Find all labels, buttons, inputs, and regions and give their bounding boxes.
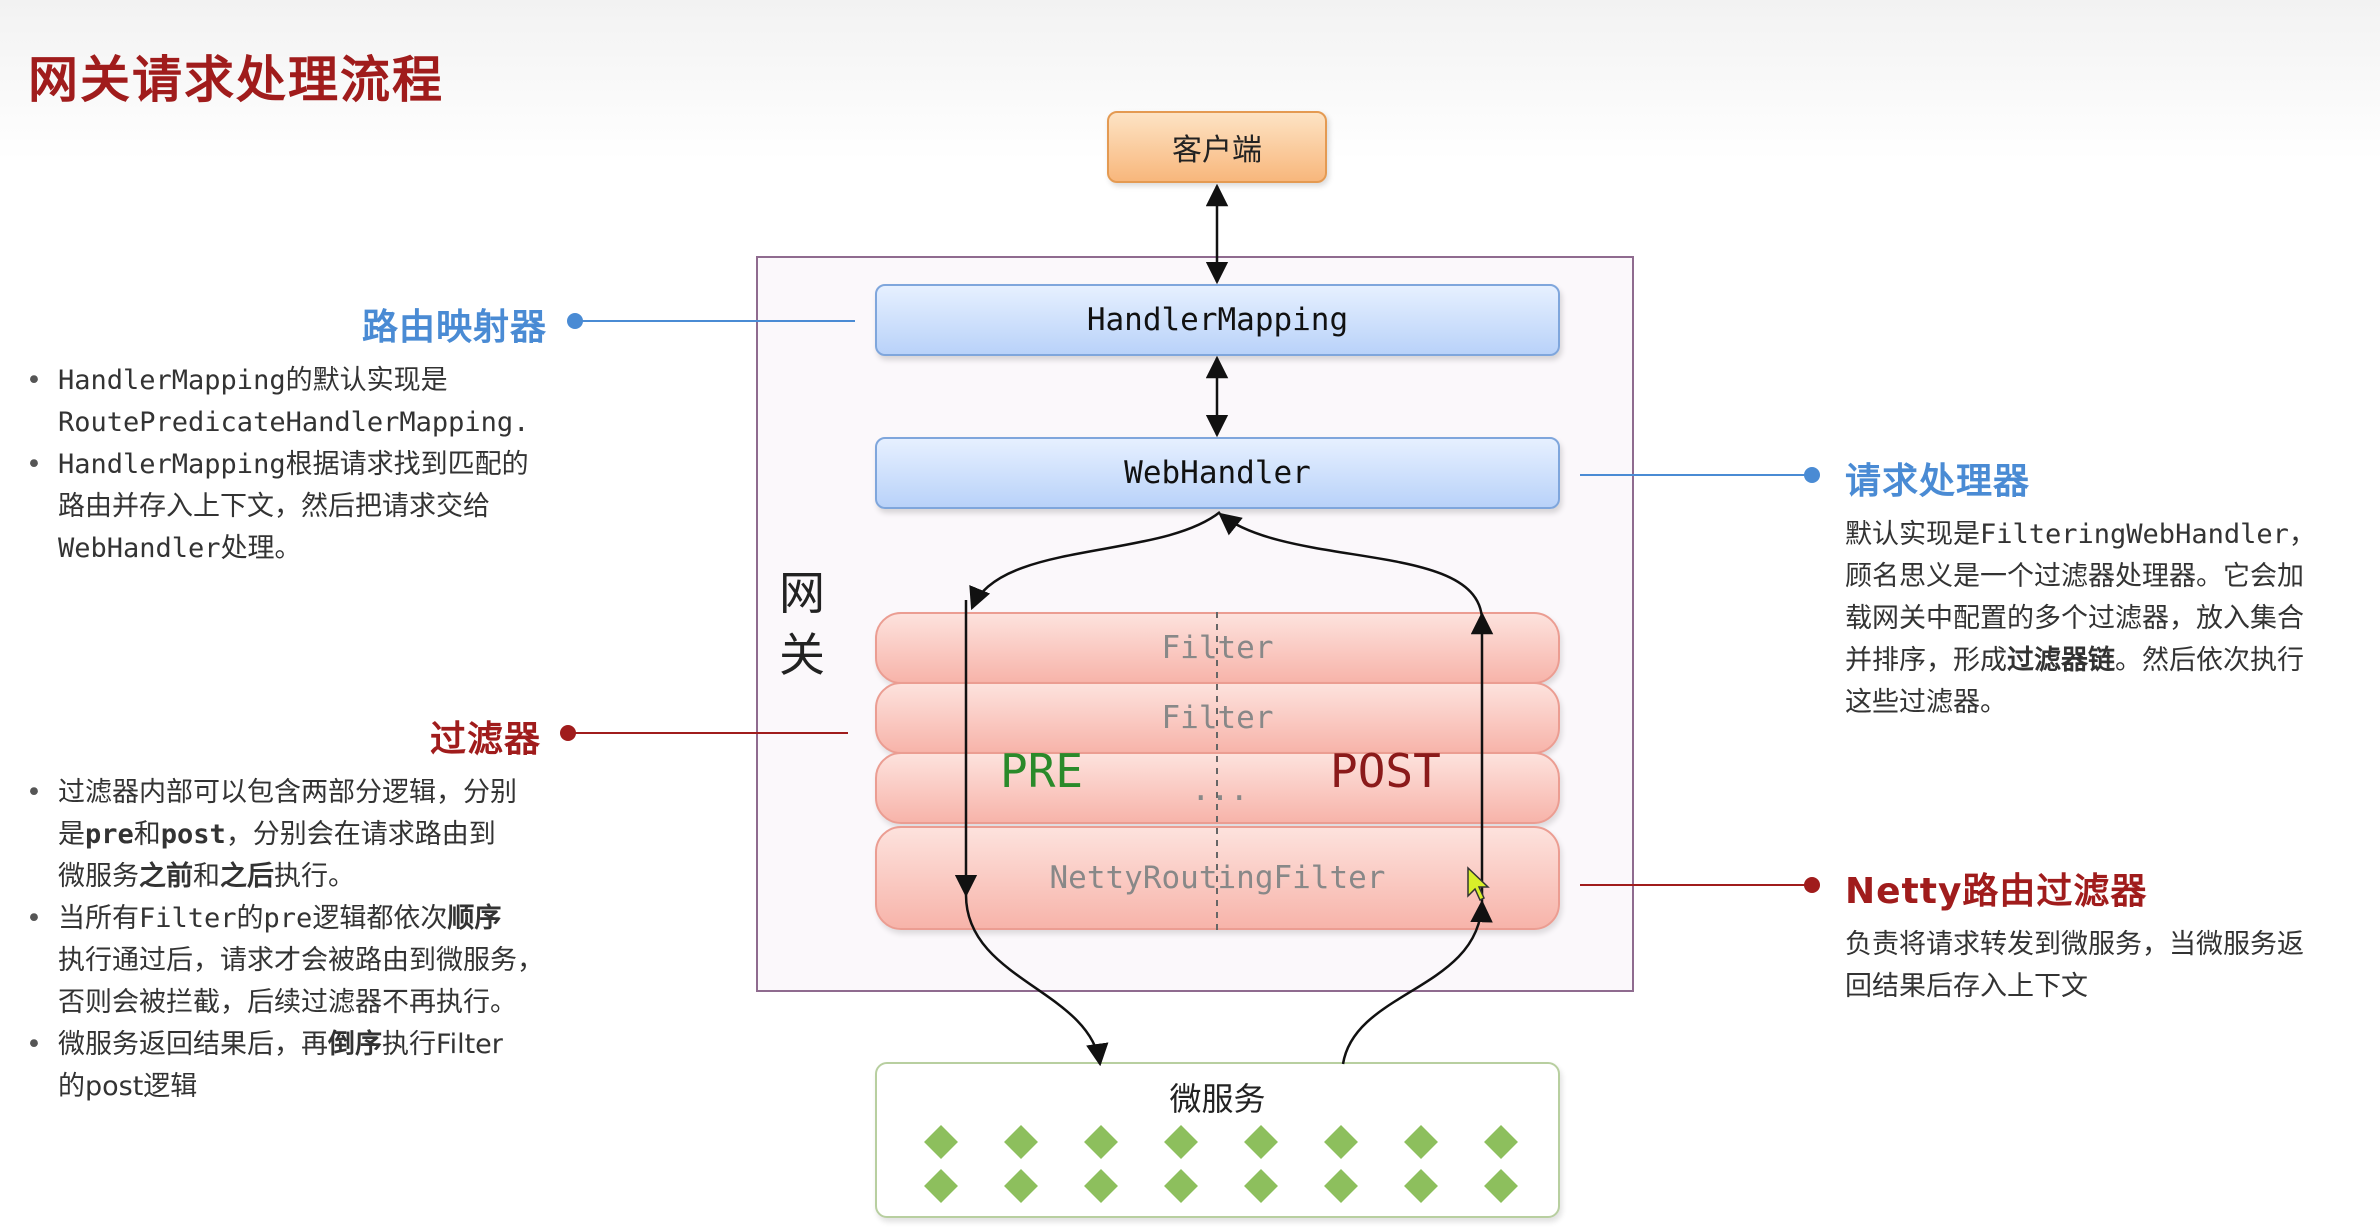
gateway-label: 网关	[779, 566, 825, 682]
filter-annotation-list: 过滤器内部可以包含两部分逻辑，分别 是pre和post，分别会在请求路由到 微服…	[22, 772, 602, 1108]
filter-ellipsis: ...	[1191, 770, 1249, 808]
netty-annotation-text: 负责将请求转发到微服务，当微服务返 回结果后存入上下文	[1845, 929, 2304, 1002]
filter-bullet-3: 微服务返回结果后，再倒序执行Filter 的post逻辑	[22, 1024, 602, 1108]
filter-node-3	[875, 752, 1560, 824]
request-handler-annotation-title: 请求处理器	[1845, 461, 2031, 502]
router-bullet-1: HandlerMapping的默认实现是 RoutePredicateHandl…	[22, 360, 582, 444]
filter-annotation-title: 过滤器	[430, 719, 542, 760]
handler-mapping-node: HandlerMapping	[875, 284, 1560, 356]
microservice-node: 微服务	[875, 1062, 1560, 1218]
filter-bullet-2: 当所有Filter的pre逻辑都依次顺序 执行通过后，请求才会被路由到微服务， …	[22, 898, 602, 1024]
netty-annotation-title: Netty路由过滤器	[1845, 871, 2148, 912]
router-annotation-list: HandlerMapping的默认实现是 RoutePredicateHandl…	[22, 360, 582, 570]
page-title: 网关请求处理流程	[28, 51, 444, 109]
request-handler-annotation-text: 默认实现是FilteringWebHandler， 顾名思义是一个过滤器处理器。…	[1845, 519, 2316, 718]
client-node: 客户端	[1107, 111, 1327, 183]
pre-label: PRE	[1000, 744, 1084, 798]
cursor-icon	[1467, 866, 1490, 902]
filter-bullet-1: 过滤器内部可以包含两部分逻辑，分别 是pre和post，分别会在请求路由到 微服…	[22, 772, 602, 898]
router-annotation-title: 路由映射器	[362, 307, 548, 348]
microservice-label: 微服务	[1169, 1080, 1266, 1118]
web-handler-node: WebHandler	[875, 437, 1560, 509]
post-label: POST	[1330, 744, 1441, 798]
router-bullet-2: HandlerMapping根据请求找到匹配的 路由并存入上下文，然后把请求交给…	[22, 444, 582, 570]
